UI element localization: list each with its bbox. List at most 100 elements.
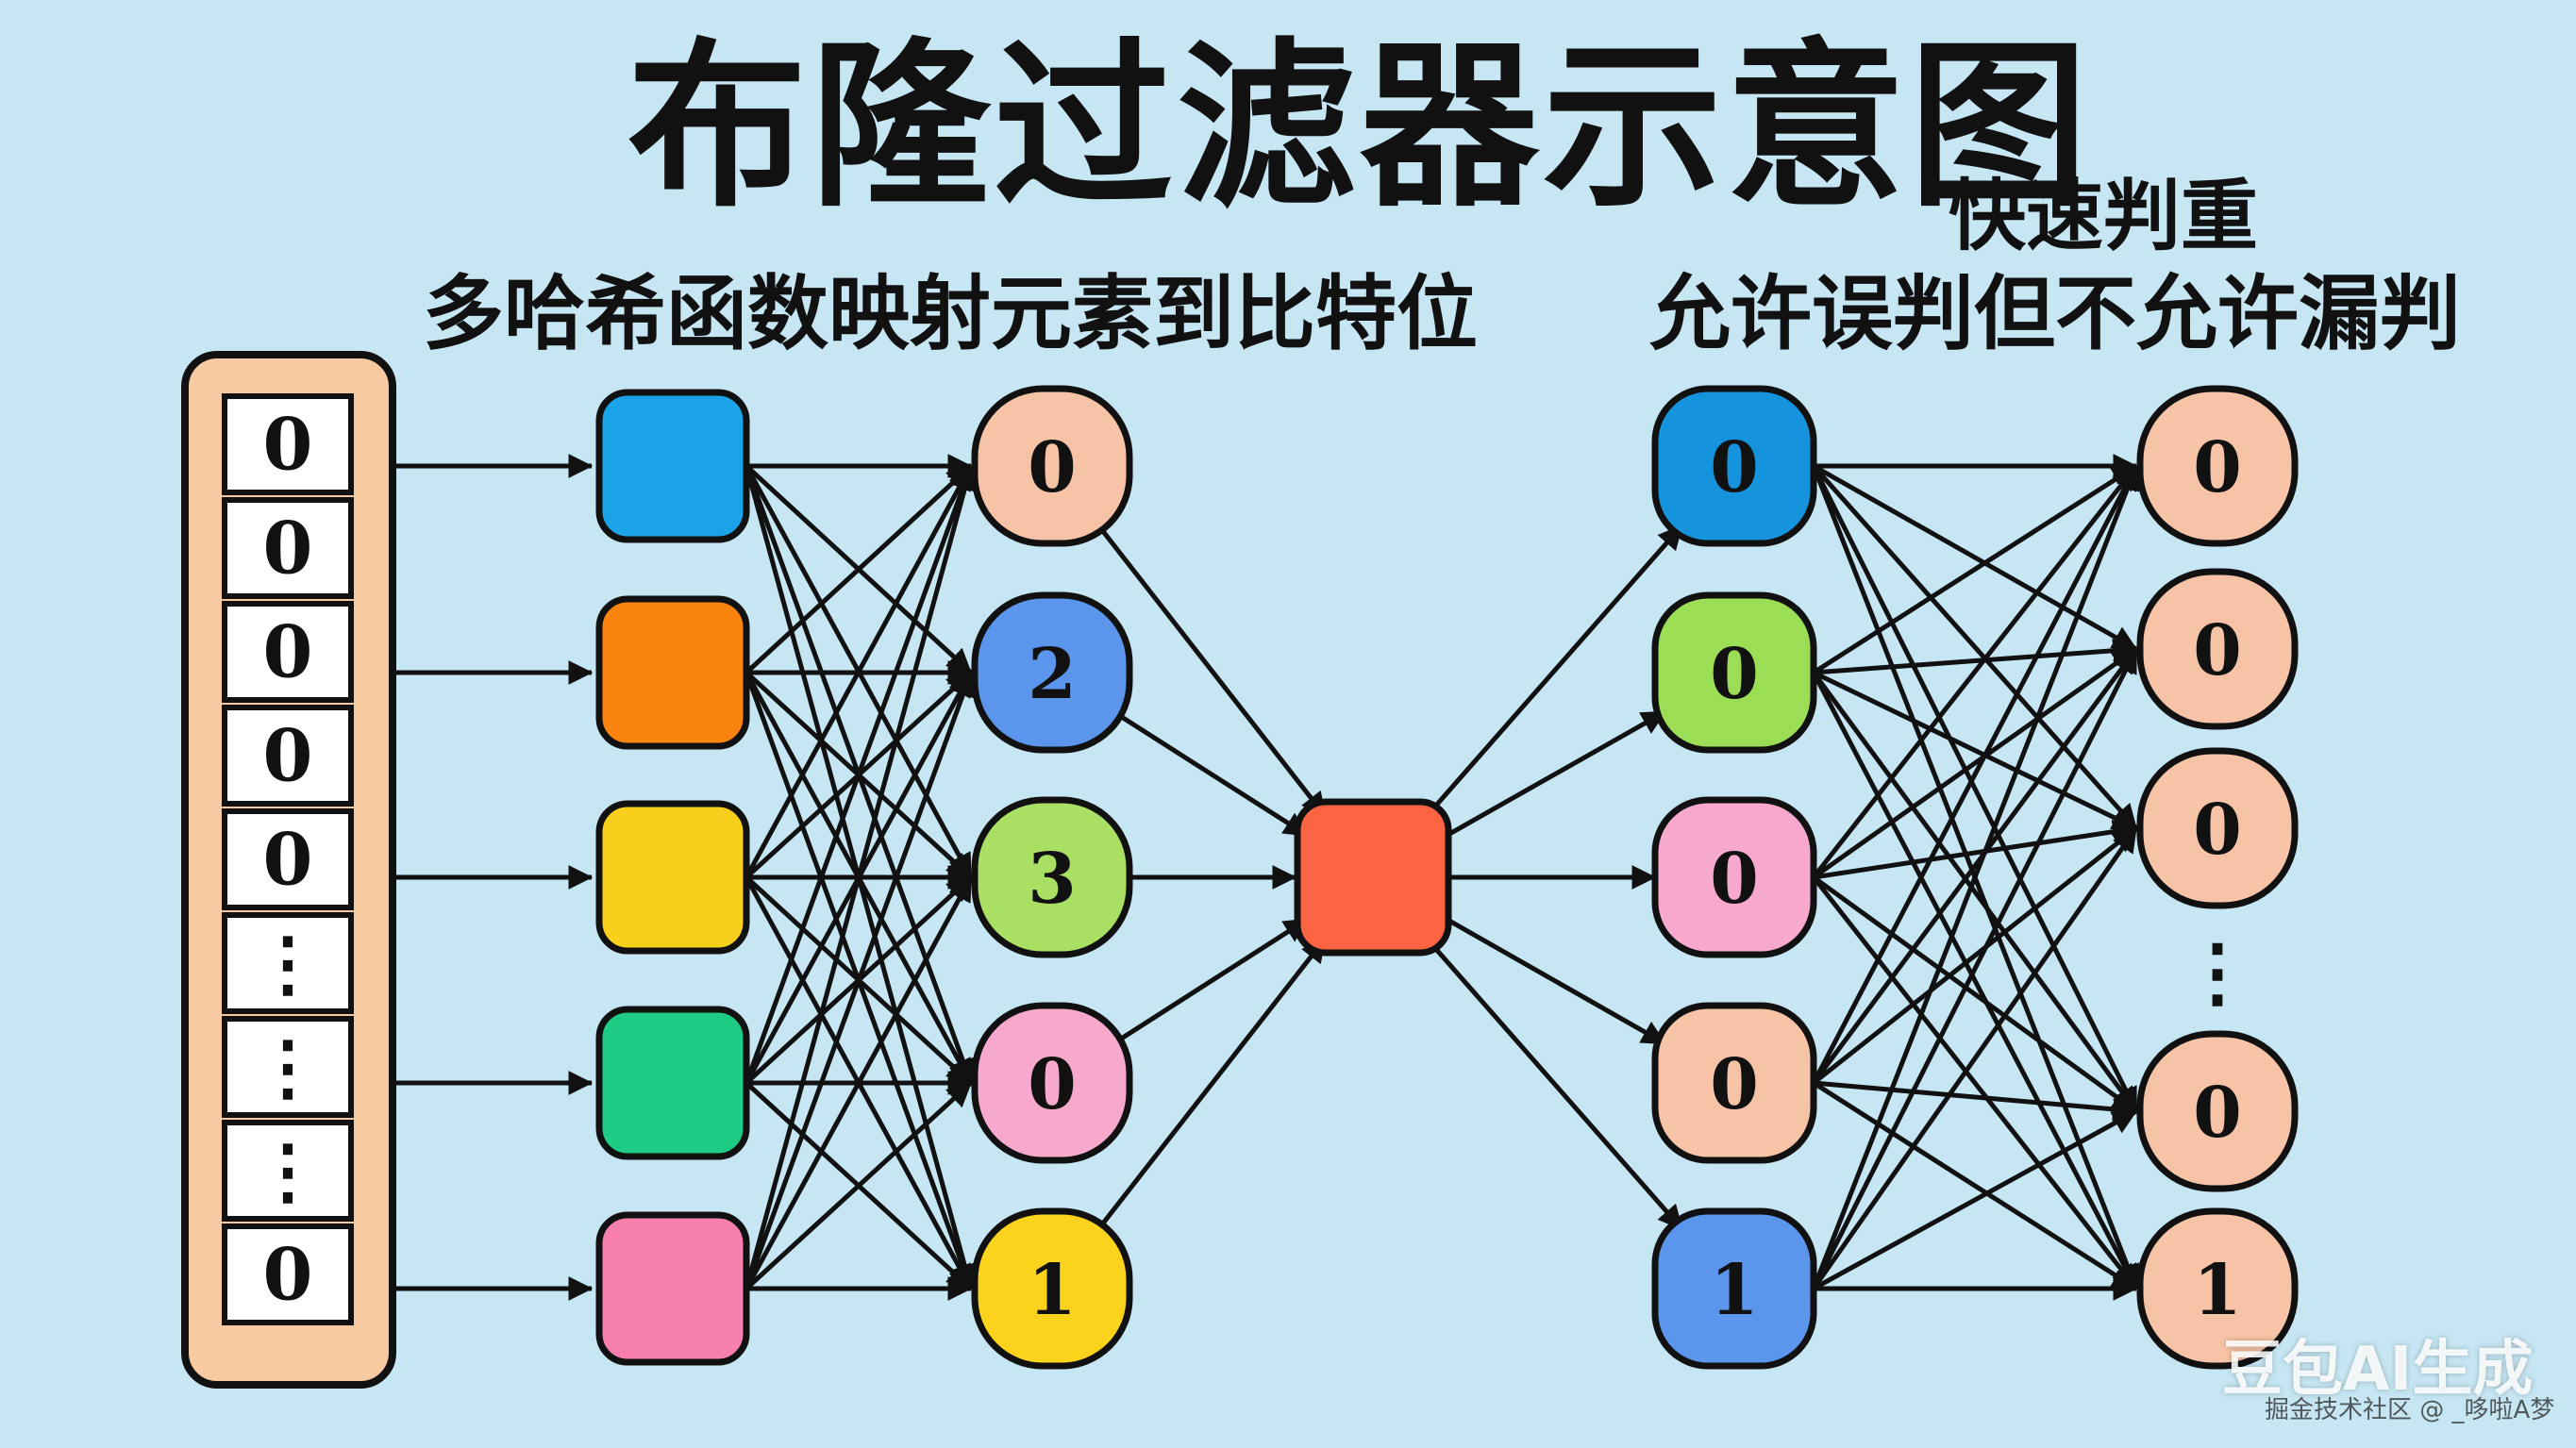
merge-edge [1115,917,1310,1043]
hash-edge [744,464,973,674]
output-edge [1812,875,2138,1290]
output-edge [1812,463,2138,652]
output-node-value: 0 [2193,790,2242,871]
counter-value: 0 [1028,1044,1077,1125]
output-node [2136,385,2299,547]
hash-function-box [595,800,750,955]
watermark-credit: 掘金技术社区 @ _哆啦A梦 [2265,1396,2555,1424]
title-tag: 快速判重 [1949,172,2259,261]
center-node [1294,798,1452,957]
output-ellipsis: ⋮ [2180,927,2255,1016]
bit-cell [222,601,354,703]
hash-edge [744,1081,973,1290]
output-edge [1813,1080,2138,1122]
output-node-value: 1 [2193,1250,2242,1331]
bit-node-value: 0 [1710,427,1759,508]
bit-cell [222,1223,354,1325]
hash-edge [744,464,975,1084]
output-edge [1812,464,2138,830]
counter-node [971,385,1133,547]
split-edge [1422,933,1684,1231]
counter-node [971,1002,1133,1164]
output-edge [1811,464,2139,1113]
bit-cell [222,1120,354,1222]
merge-edge [1097,525,1328,818]
counter-value: 0 [1028,427,1077,508]
output-edge [1811,464,2139,1085]
bit-value: 0 [263,818,313,902]
output-node-value: 0 [2193,427,2242,508]
bit-node [1651,796,1817,958]
bit-cell [222,705,354,807]
nodes-layer: 0 0 0 0 0 ⋮ ⋮ ⋮ 0 0 2 3 0 1 0 0 0 0 1 0 0 0 0 1 ⋮ [181,351,2299,1389]
output-edge [1811,647,2139,1290]
counter-value: 1 [1028,1250,1077,1331]
output-edge [1811,671,2139,1113]
split-edge [1439,709,1667,841]
bit-value: 0 [263,714,313,798]
output-edge [1812,1108,2138,1291]
bit-node-value: 0 [1710,839,1759,920]
subtitle-left: 多哈希函数映射元素到比特位 [423,267,1478,361]
bit-value: 0 [263,1233,313,1317]
output-edge [1812,826,2138,1085]
bit-value: ⋮ [252,922,324,1006]
output-edge [1812,1080,2138,1291]
output-node [2136,1207,2299,1370]
output-edge [1812,463,2138,675]
output-edge [1812,874,2138,1114]
hash-edge [744,464,974,879]
merge-edge [1115,712,1310,838]
output-node [2136,1030,2299,1192]
output-node [2136,568,2299,730]
output-edge [1811,671,2139,1290]
bit-value: 0 [263,507,313,591]
bit-value: 0 [263,403,313,487]
bit-node [1651,591,1817,754]
hash-function-box [595,389,750,543]
output-node-value: 0 [2193,1073,2242,1154]
output-edge [1811,647,2139,1085]
diagram-title: 布隆过滤器示意图 [627,23,2093,231]
hash-edge [744,464,978,1290]
hash-edge [744,875,974,1290]
bit-value: ⋮ [252,1129,324,1213]
bit-value: 0 [263,610,313,694]
bit-cell [222,393,354,495]
output-edge [1812,464,2138,879]
output-edge [1811,826,2139,1290]
merge-edge [1097,937,1328,1229]
counter-node [971,1207,1133,1370]
subtitle-right: 允许误判但不允许漏判 [1649,267,2461,361]
bit-node [1651,385,1817,547]
output-edge [1812,670,2138,831]
bit-node-value: 1 [1710,1250,1759,1331]
edges-layer [396,454,2140,1301]
hash-function-box [595,595,750,750]
hash-edge [744,671,975,1290]
output-node-value: 0 [2193,610,2242,691]
bit-node [1651,1207,1817,1370]
counter-value: 3 [1028,839,1077,920]
counter-node [971,796,1133,958]
watermark-logo: 豆包AI生成 [2222,1335,2534,1405]
output-edge [1813,638,2138,675]
bit-value: ⋮ [252,1025,324,1109]
bit-cell [222,497,354,599]
output-node [2136,747,2299,909]
bit-node [1651,1002,1817,1164]
counter-value: 2 [1028,634,1077,715]
output-edge [1813,819,2138,880]
bit-cell [222,808,354,910]
output-edge [1812,646,2138,880]
hash-function-box [595,1211,750,1366]
bit-node-value: 0 [1710,1044,1759,1125]
output-edge [1811,464,2140,1290]
counter-node [971,591,1133,754]
split-edge [1439,913,1667,1046]
bit-cell [222,1016,354,1118]
bit-cell [222,912,354,1014]
bit-node-value: 0 [1710,634,1759,715]
split-edge [1422,524,1684,822]
